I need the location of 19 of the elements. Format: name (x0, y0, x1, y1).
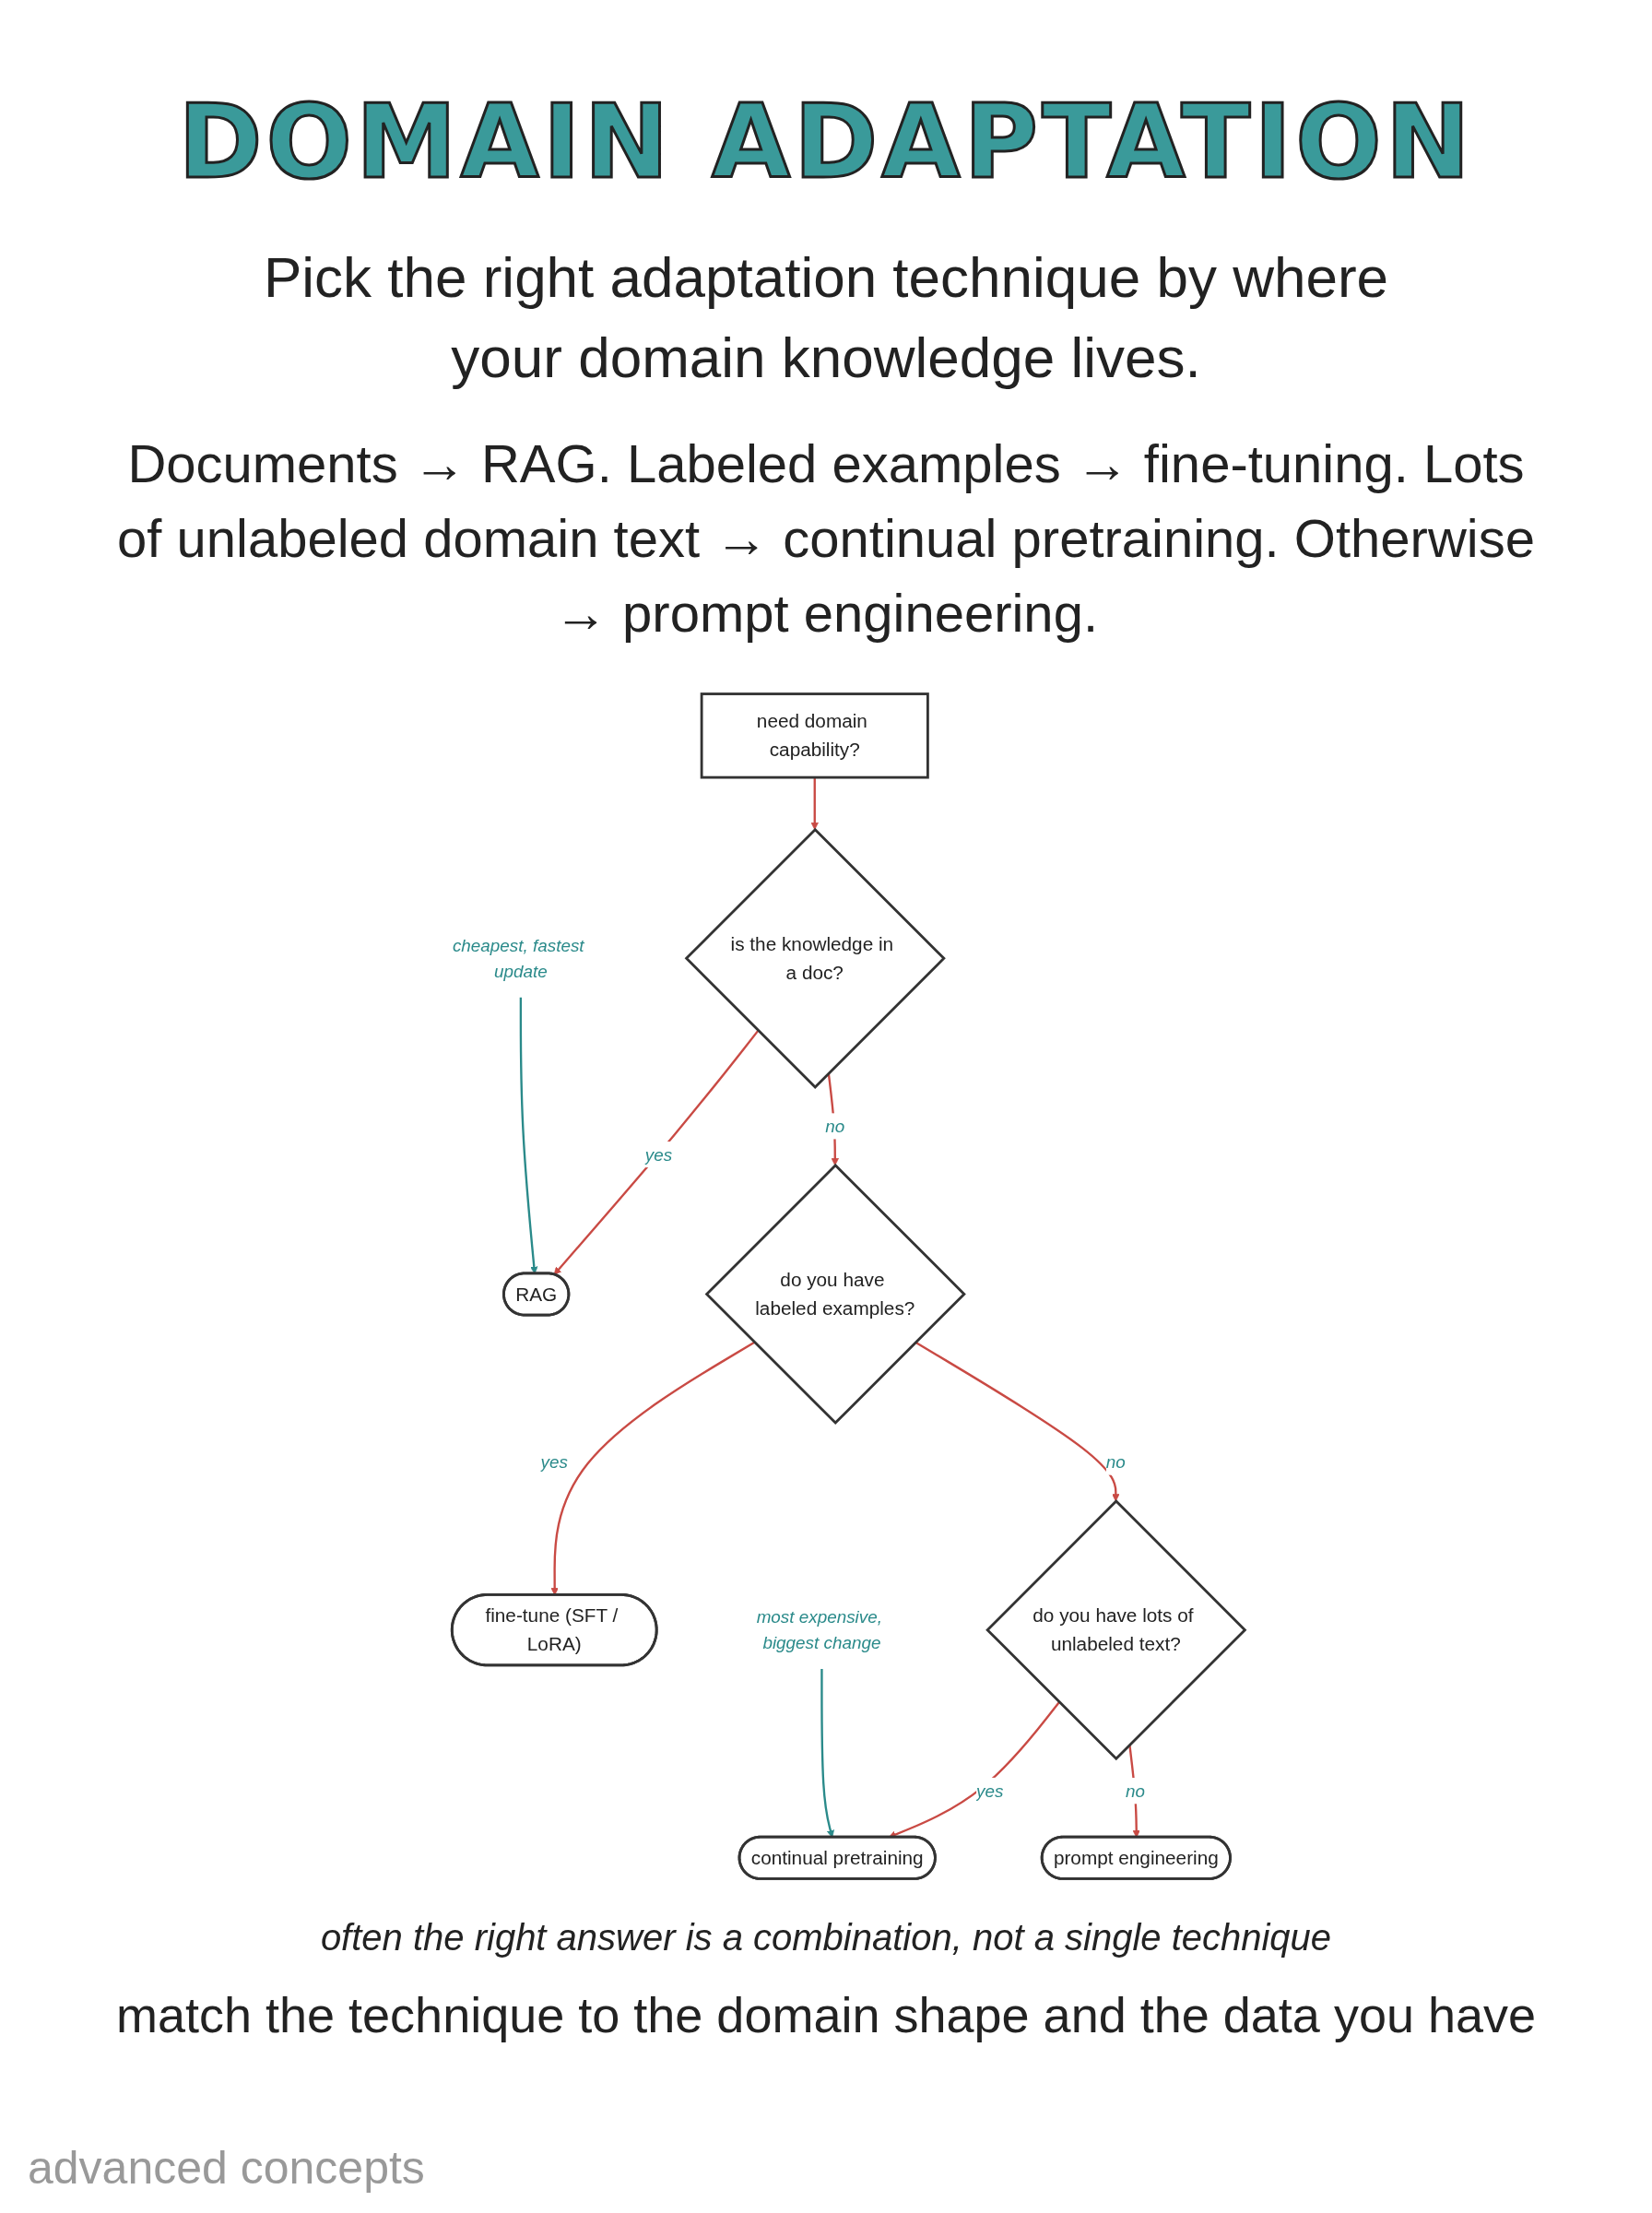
takeaway-text: match the technique to the domain shape and the data you have (115, 1986, 1537, 2044)
arrow (519, 997, 538, 1274)
edge-label: no (824, 1117, 844, 1136)
node-diamond: is the knowledge in a doc? (684, 827, 946, 1090)
subtitle: Pick the right adaptation technique by where your domain knowledge lives. (262, 244, 1390, 391)
note-text: often the right answer is a combination, not a single technique (320, 1917, 1332, 1959)
node-diamond: do you have labeled examples? (704, 1164, 966, 1426)
node-text: cheapest, fastest update (452, 935, 584, 982)
title: DOMAIN ADAPTATION (178, 83, 1474, 201)
footer-text: advanced concepts (28, 2141, 425, 2195)
node-diamond: do you have lots of unlabeled text? (985, 1499, 1247, 1761)
node-text: most expensive, biggest change (756, 1607, 882, 1653)
node-box: need domain capability? (700, 692, 929, 779)
edge-label: no (1125, 1781, 1145, 1801)
summary-text: Documents → RAG. Labeled examples → fine-tuning. Lots of unlabeled domain text → continual pretraining. Otherwise → prompt engineering. (116, 432, 1536, 645)
arrow (810, 777, 819, 831)
arrow (914, 1341, 1120, 1502)
edge-label: no (1105, 1452, 1126, 1473)
arrow (553, 1030, 759, 1275)
